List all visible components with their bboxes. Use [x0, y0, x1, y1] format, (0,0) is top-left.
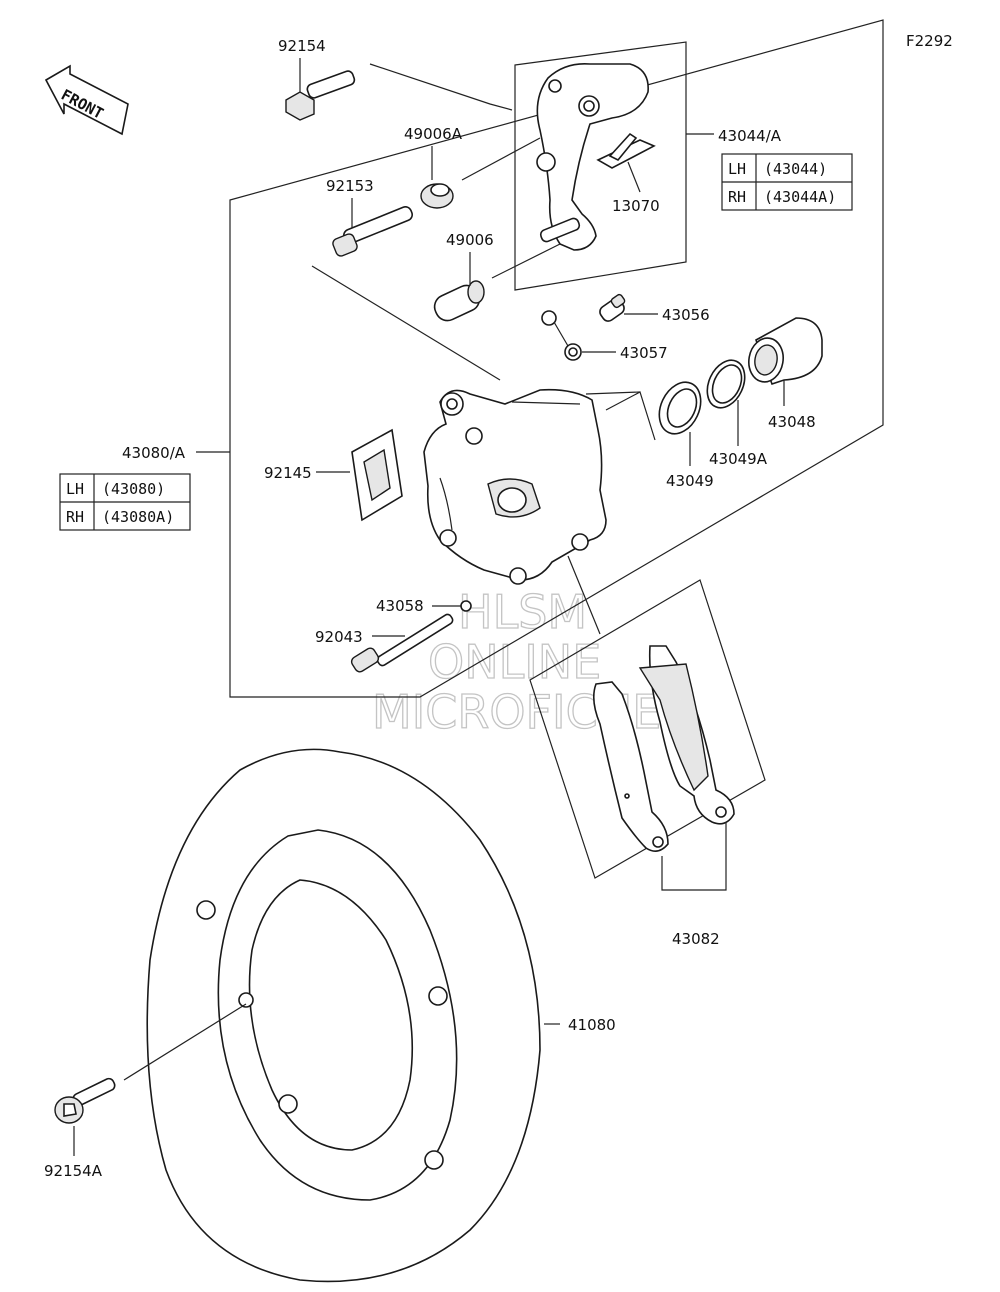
seal-43049A-part: [706, 359, 746, 409]
callout-43044A[interactable]: 43044/A: [718, 127, 782, 145]
leader-lines: [73, 58, 785, 1156]
bolt-92154-part: [285, 70, 356, 121]
caliper-bracket-part: [536, 62, 649, 251]
piston-43048-part: [748, 317, 823, 386]
callout-92154[interactable]: 92154: [278, 37, 326, 55]
caliper-body-part: [423, 388, 607, 585]
bolt-92154A-part: [54, 1077, 116, 1124]
caliper-table-side-rh: RH: [66, 508, 84, 526]
brake-pad-front-part: [638, 645, 735, 825]
bracket-table-part-rh: (43044A): [764, 188, 836, 206]
caliper-table-side-lh: LH: [66, 480, 84, 498]
figure-code: F2292: [906, 32, 953, 50]
pad-pin-92043-part: [350, 613, 454, 673]
bracket-table-side-lh: LH: [728, 160, 746, 178]
spring-92145-part: [351, 428, 403, 522]
callout-43058[interactable]: 43058: [376, 597, 424, 615]
pad-group-outline: [529, 579, 766, 879]
callout-49006[interactable]: 49006: [446, 231, 494, 249]
callout-43082[interactable]: 43082: [672, 930, 720, 948]
callout-92154A[interactable]: 92154A: [44, 1162, 103, 1180]
seal-43049-part: [658, 381, 702, 435]
brake-disc-41080-part: [146, 748, 541, 1283]
callout-43056[interactable]: 43056: [662, 306, 710, 324]
callout-41080[interactable]: 41080: [568, 1016, 616, 1034]
caliper-table-part-lh: (43080): [102, 480, 165, 498]
clip-13070-part: [596, 132, 656, 169]
callout-43080A[interactable]: 43080/A: [122, 444, 186, 462]
cap-43057-part: [541, 310, 582, 361]
caliper-assembly-outline: [229, 19, 884, 698]
sleeve-49006A-part: [420, 183, 454, 209]
front-arrow-icon: FRONT: [44, 64, 129, 136]
watermark-line-1: HLSM: [458, 585, 587, 639]
oring-43058-part: [460, 600, 472, 612]
callout-43049A[interactable]: 43049A: [709, 450, 768, 468]
callout-92153[interactable]: 92153: [326, 177, 374, 195]
callout-92145[interactable]: 92145: [264, 464, 312, 482]
callout-43049[interactable]: 43049: [666, 472, 714, 490]
callout-43057[interactable]: 43057: [620, 344, 668, 362]
pin-92153-part: [332, 206, 413, 257]
brake-pad-rear-part: [592, 681, 669, 852]
callout-43048[interactable]: 43048: [768, 413, 816, 431]
caliper-side-table: LH (43080) RH (43080A): [59, 473, 191, 531]
callout-49006A[interactable]: 49006A: [404, 125, 463, 143]
bracket-outline: [514, 41, 687, 291]
bleeder-43056-part: [599, 293, 626, 322]
watermark-line-2: ONLINE: [428, 635, 601, 689]
bracket-table-side-rh: RH: [728, 188, 746, 206]
bracket-side-table: LH (43044) RH (43044A): [721, 153, 853, 211]
callout-13070[interactable]: 13070: [612, 197, 660, 215]
caliper-table-part-rh: (43080A): [102, 508, 174, 526]
sleeve-49006-part: [433, 280, 485, 322]
bracket-table-part-lh: (43044): [764, 160, 827, 178]
callout-92043[interactable]: 92043: [315, 628, 363, 646]
